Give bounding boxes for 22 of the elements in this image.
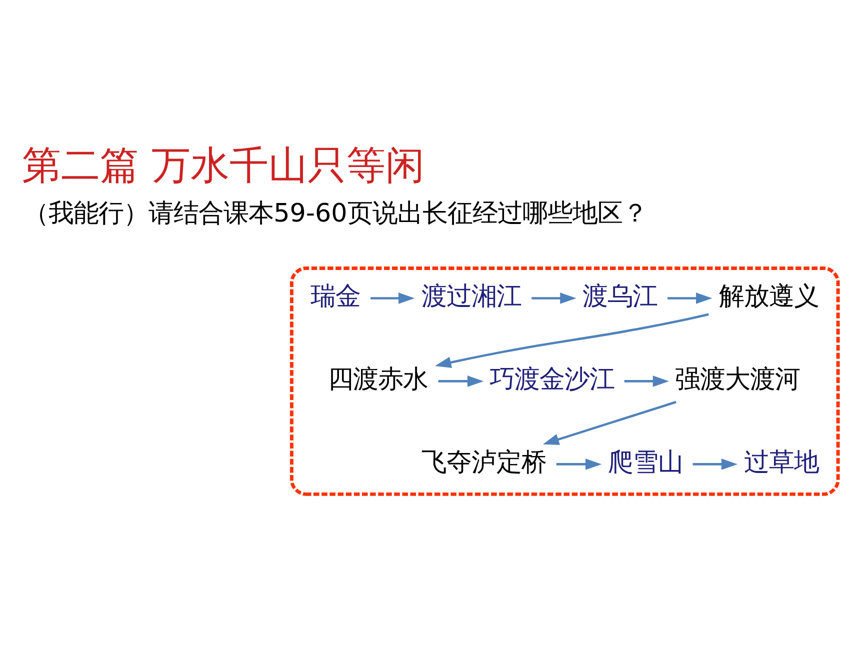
- arrow: [624, 375, 669, 386]
- arrow: [434, 312, 709, 368]
- node-text: 过草地: [744, 446, 820, 476]
- node-text: 瑞金: [310, 280, 360, 310]
- node-text: 巧渡金沙江: [490, 363, 615, 394]
- arrow: [692, 458, 738, 470]
- node-text: 解放遵义: [718, 280, 819, 310]
- arrow: [556, 458, 602, 470]
- label: （我能行）请结合课本59-60页说出长征经过哪些地区？: [24, 197, 648, 228]
- arrow: [438, 375, 484, 386]
- diagram-title: 第二篇 万水千山只等闲: [22, 143, 424, 188]
- node-text: 渡过湘江: [421, 280, 522, 310]
- cluster: [290, 266, 840, 496]
- node-text: 四渡赤水: [328, 363, 428, 394]
- node-text: 强渡大渡河: [675, 363, 800, 394]
- arrow: [542, 400, 676, 444]
- node-text: 爬雪山: [608, 446, 684, 476]
- arrow: [668, 292, 712, 304]
- arrow: [532, 292, 576, 304]
- arrow: [370, 292, 415, 304]
- node-text: 渡乌江: [582, 280, 658, 310]
- node-text: 飞夺泸定桥: [422, 446, 547, 476]
